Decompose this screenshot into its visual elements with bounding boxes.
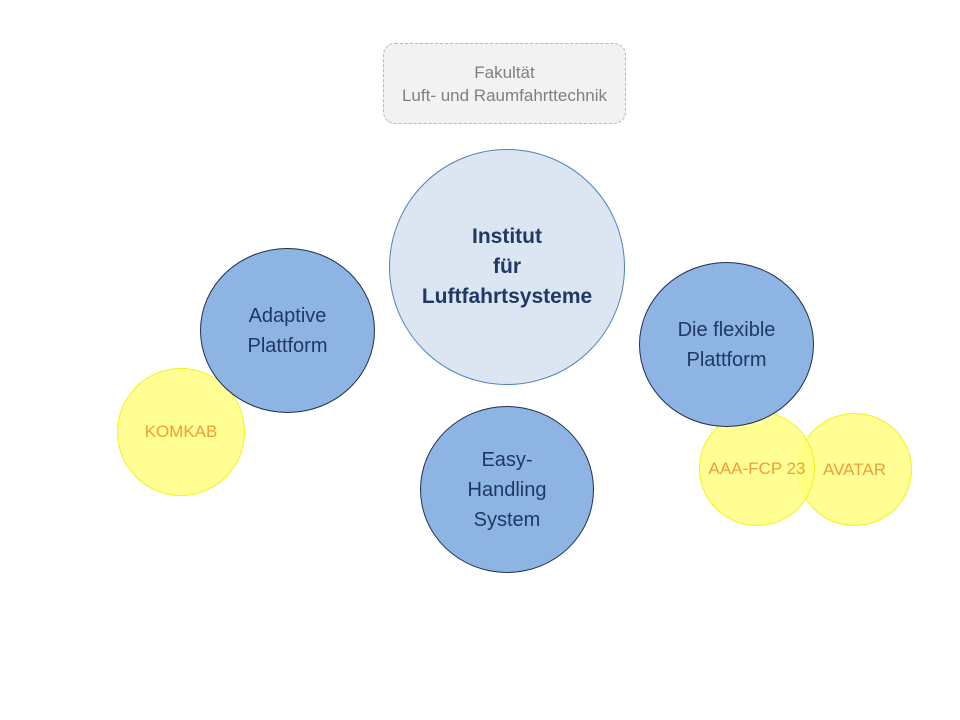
project-aaa-node: AAA-FCP 23 (699, 411, 815, 526)
easy-handling-line-3: System (473, 508, 541, 531)
project-komkab-label: KOMKAB (144, 422, 218, 441)
project-aaa-label: AAA-FCP 23 (708, 458, 806, 478)
adaptive-platform-line-1: Adaptive (248, 304, 327, 327)
project-komkab-node: KOMKAB (117, 368, 245, 496)
flexible-platform-line-1: Die flexible (677, 318, 776, 341)
adaptive-platform-line-2: Plattform (247, 334, 328, 357)
adaptive-platform-node: Adaptive Plattform (200, 248, 375, 413)
faculty-name: Luft- und Raumfahrttechnik (401, 85, 608, 105)
institute-line-3: Luftfahrtsysteme (421, 285, 593, 308)
easy-handling-line-1: Easy- (481, 448, 533, 471)
faculty-label: Fakultät (474, 62, 535, 82)
flexible-platform-node: Die flexible Plattform (639, 262, 814, 427)
easy-handling-node: Easy- Handling System (420, 406, 594, 573)
project-avatar-label: AVATAR (823, 459, 886, 479)
easy-handling-line-2: Handling (467, 478, 547, 501)
institute-line-1: Institut (472, 225, 542, 248)
faculty-box: Fakultät Luft- und Raumfahrttechnik (383, 43, 626, 124)
institute-line-2: für (493, 255, 521, 278)
flexible-platform-line-2: Plattform (686, 348, 767, 371)
institute-node: Institut für Luftfahrtsysteme (389, 149, 625, 385)
